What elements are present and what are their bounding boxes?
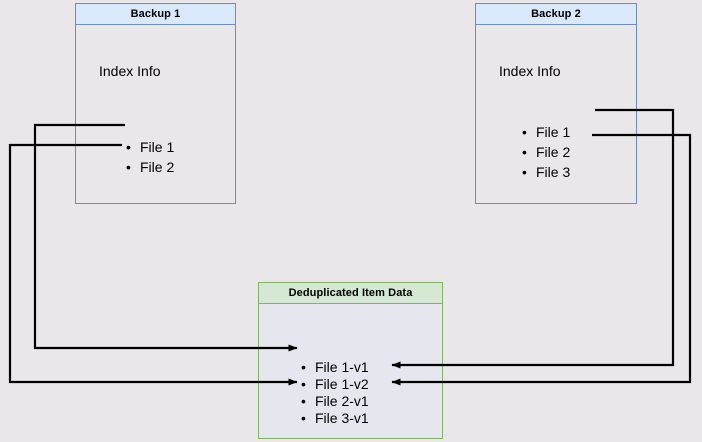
list-item: File 2 [520, 142, 570, 162]
node-backup-1[interactable]: Backup 1 Index Info File 1 File 2 [75, 3, 236, 204]
list-item: File 1 [520, 122, 570, 142]
list-item: File 3-v1 [299, 410, 369, 427]
node-backup-2[interactable]: Backup 2 Index Info File 1 File 2 File 3 [475, 3, 637, 204]
node-backup-2-header: Backup 2 [476, 4, 636, 25]
node-backup-2-index-label: Index Info [499, 63, 561, 79]
node-backup-1-index-label: Index Info [99, 63, 161, 79]
list-item: File 1-v2 [299, 376, 369, 393]
list-item: File 1 [124, 137, 174, 157]
node-deduplicated-item-data[interactable]: Deduplicated Item Data File 1-v1 File 1-… [258, 282, 443, 439]
list-item: File 2-v1 [299, 393, 369, 410]
node-backup-1-file-list: File 1 File 2 [124, 137, 174, 177]
node-backup-2-body: Index Info File 1 File 2 File 3 [476, 25, 636, 203]
list-item: File 3 [520, 162, 570, 182]
node-deduplicated-item-data-body: File 1-v1 File 1-v2 File 2-v1 File 3-v1 [259, 304, 442, 438]
node-backup-2-file-list: File 1 File 2 File 3 [520, 122, 570, 182]
list-item: File 2 [124, 157, 174, 177]
list-item: File 1-v1 [299, 359, 369, 376]
node-deduplicated-item-data-header: Deduplicated Item Data [259, 283, 442, 304]
node-backup-1-body: Index Info File 1 File 2 [76, 25, 235, 203]
node-deduplicated-item-data-file-list: File 1-v1 File 1-v2 File 2-v1 File 3-v1 [299, 359, 369, 427]
node-backup-1-header: Backup 1 [76, 4, 235, 25]
